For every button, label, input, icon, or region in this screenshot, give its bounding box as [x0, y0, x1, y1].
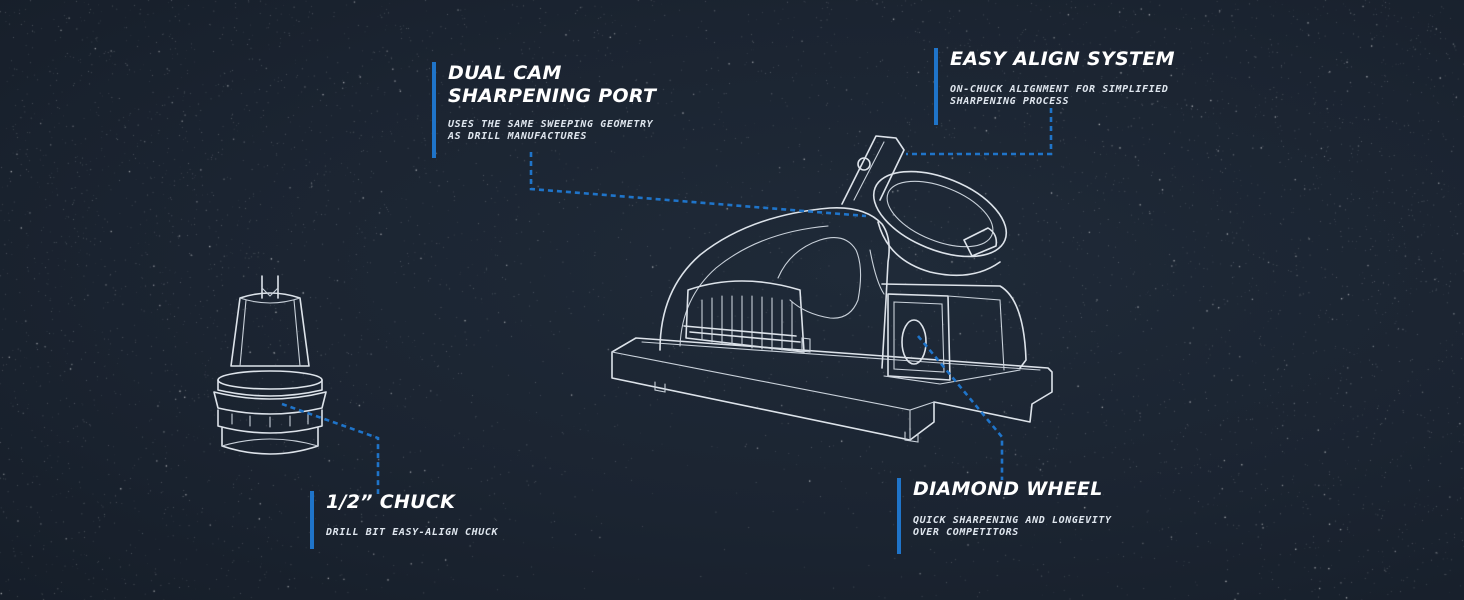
leader-easy-align — [906, 108, 1053, 156]
callout-diamond-wheel: DIAMOND WHEEL QUICK SHARPENING AND LONGE… — [897, 478, 1112, 554]
callout-easy-align-title: EASY ALIGN SYSTEM — [950, 48, 1175, 70]
callout-easy-align-desc-2: SHARPENING PROCESS — [950, 96, 1070, 107]
sharpener-illustration — [611, 135, 1053, 443]
callout-easy-align-desc-1: ON-CHUCK ALIGNMENT FOR SIMPLIFIED — [950, 84, 1169, 95]
callout-sharpening-port-desc-2: AS DRILL MANUFACTURES — [448, 131, 588, 142]
callout-sharpening-port-desc-1: USES THE SAME SWEEPING GEOMETRY — [448, 119, 654, 130]
callout-sharpening-port-title-2: SHARPENING PORT — [448, 85, 657, 107]
callout-easy-align: EASY ALIGN SYSTEM ON-CHUCK ALIGNMENT FOR… — [934, 48, 1175, 125]
callout-diamond-wheel-title: DIAMOND WHEEL — [913, 478, 1103, 500]
leader-chuck — [281, 402, 380, 494]
callout-diamond-wheel-desc-2: OVER COMPETITORS — [913, 527, 1019, 538]
callout-sharpening-port: DUAL CAM SHARPENING PORT USES THE SAME S… — [432, 62, 656, 158]
callout-chuck: 1/2” CHUCK DRILL BIT EASY-ALIGN CHUCK — [310, 491, 498, 549]
callout-chuck-title: 1/2” CHUCK — [326, 491, 456, 513]
callout-chuck-desc: DRILL BIT EASY-ALIGN CHUCK — [326, 527, 499, 538]
leader-sharpening-port — [529, 152, 867, 218]
chuck-illustration — [213, 275, 327, 455]
callout-sharpening-port-title-1: DUAL CAM — [448, 62, 562, 84]
callout-diamond-wheel-desc-1: QUICK SHARPENING AND LONGEVITY — [913, 515, 1112, 526]
